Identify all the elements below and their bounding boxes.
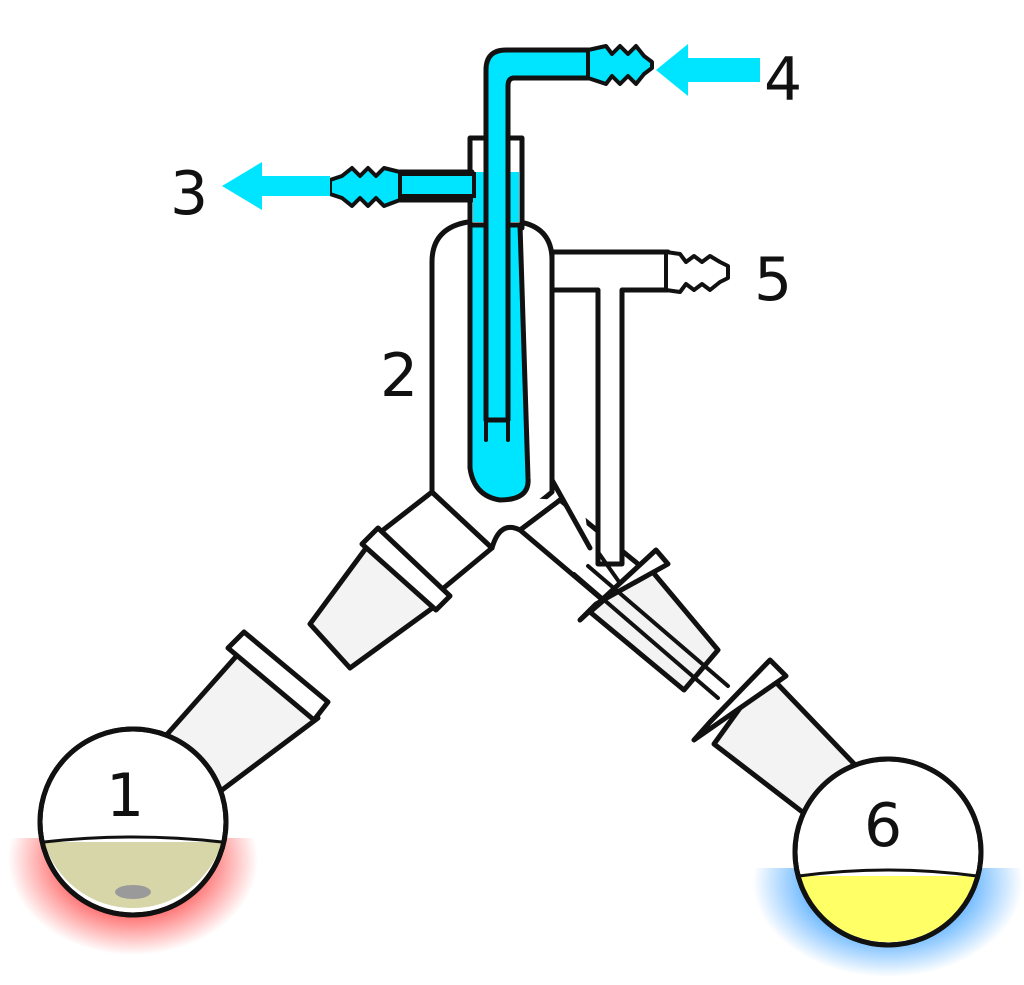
label-6: 6 [864, 791, 902, 861]
label-4: 4 [764, 45, 802, 115]
label-5: 5 [754, 245, 792, 315]
label-2: 2 [380, 341, 418, 411]
right-body-joint [572, 547, 730, 700]
coolant-in-arrow [656, 44, 760, 96]
label-3: 3 [170, 159, 208, 229]
left-body-joint [307, 525, 453, 671]
flask-1-liquid [44, 842, 222, 909]
label-1: 1 [106, 761, 144, 831]
coolant-out-arrow [222, 162, 330, 210]
flask-1-residue [115, 885, 151, 899]
inlet-hose-barb [586, 44, 654, 86]
flask-1 [37, 726, 229, 918]
vacuum-hose-barb [664, 250, 730, 294]
outlet-pipe [396, 172, 476, 198]
outlet-hose-barb [328, 166, 402, 208]
flask-6-liquid [799, 876, 977, 943]
flask-6 [792, 756, 984, 948]
